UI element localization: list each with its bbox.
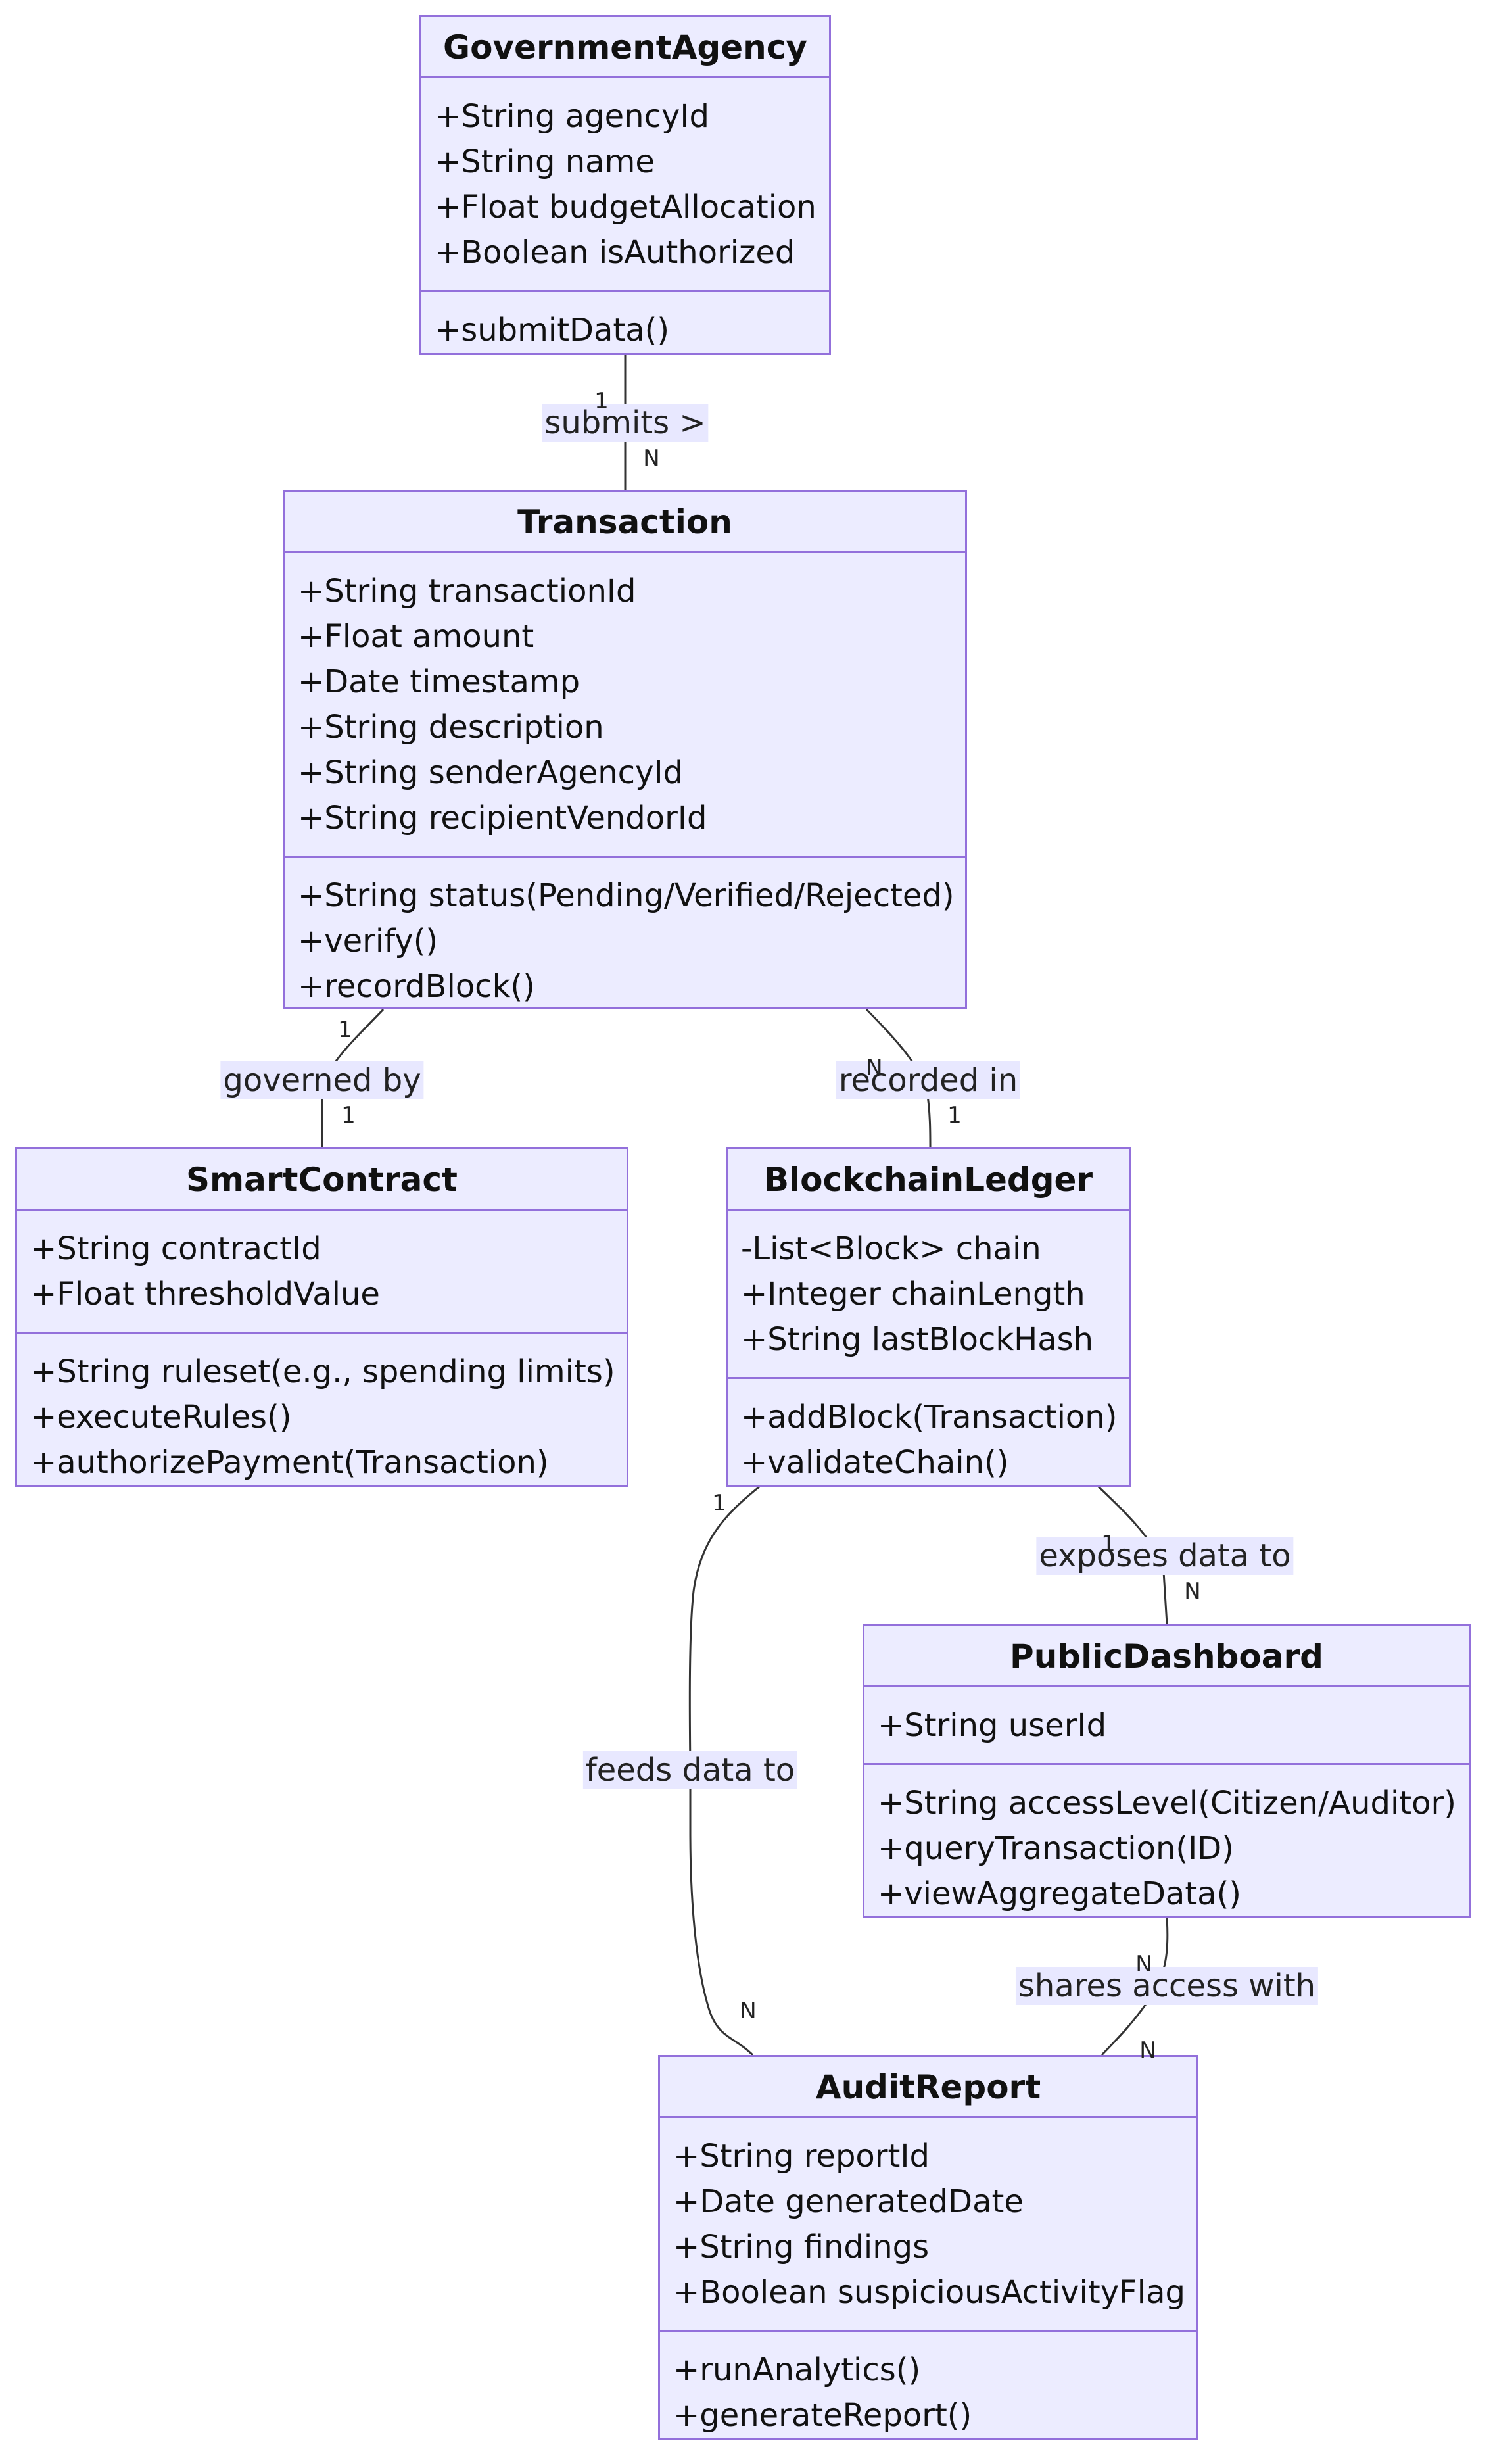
class-title: SmartContract: [17, 1149, 627, 1211]
attribute: +String name: [435, 143, 655, 180]
class-title: PublicDashboard: [864, 1626, 1469, 1687]
method: +generateReport(): [673, 2397, 972, 2434]
attribute: +String transactionId: [298, 573, 636, 610]
attribute: +String agencyId: [435, 98, 709, 135]
attribute: +String description: [298, 709, 604, 746]
cardinality-recorded-in-from: N: [866, 1055, 883, 1081]
edge-label-recorded-in: recorded in: [836, 1061, 1021, 1099]
edge-label-shares-access-with: shares access with: [1015, 1967, 1319, 2005]
class-title: GovernmentAgency: [421, 17, 829, 78]
attribute: -List<Block> chain: [741, 1230, 1041, 1267]
class-blockchain-ledger: BlockchainLedger -List<Block> chain +Int…: [726, 1147, 1131, 1487]
method: +authorizePayment(Transaction): [30, 1444, 549, 1481]
attribute: +Date timestamp: [298, 664, 580, 700]
methods-section: +runAnalytics() +generateReport(): [660, 2332, 1196, 2453]
method: +String status(Pending/Verified/Rejected…: [298, 877, 955, 914]
cardinality-submits-from: 1: [594, 388, 609, 414]
attribute: +Boolean suspiciousActivityFlag: [673, 2274, 1185, 2311]
attribute: +String contractId: [30, 1230, 321, 1267]
attribute: +String findings: [673, 2229, 930, 2265]
attribute: +Integer chainLength: [741, 1276, 1085, 1313]
method: +viewAggregateData(): [878, 1875, 1242, 1912]
attribute: +Float amount: [298, 618, 534, 655]
method: +verify(): [298, 923, 438, 959]
method: +validateChain(): [741, 1444, 1009, 1481]
attribute: +String senderAgencyId: [298, 754, 684, 791]
cardinality-shares-from: N: [1135, 1951, 1152, 1977]
attribute: +Float budgetAllocation: [435, 189, 816, 226]
method: +recordBlock(): [298, 968, 535, 1005]
attributes-section: +String transactionId +Float amount +Dat…: [285, 553, 965, 858]
cardinality-governed-by-to: 1: [341, 1102, 356, 1128]
methods-section: +submitData(): [421, 292, 829, 368]
attribute: +Float thresholdValue: [30, 1276, 380, 1313]
method: +addBlock(Transaction): [741, 1399, 1118, 1436]
class-title: AuditReport: [660, 2057, 1196, 2118]
attributes-section: +String userId: [864, 1687, 1469, 1765]
attributes-section: +String agencyId +String name +Float bud…: [421, 78, 829, 292]
attribute: +String reportId: [673, 2138, 930, 2175]
methods-section: +addBlock(Transaction) +validateChain(): [728, 1379, 1129, 1500]
class-smart-contract: SmartContract +String contractId +Float …: [15, 1147, 628, 1487]
method: +submitData(): [435, 312, 670, 349]
methods-section: +String status(Pending/Verified/Rejected…: [285, 858, 965, 1024]
class-audit-report: AuditReport +String reportId +Date gener…: [658, 2055, 1198, 2440]
cardinality-submits-to: N: [643, 445, 660, 471]
method: +queryTransaction(ID): [878, 1830, 1234, 1867]
class-transaction: Transaction +String transactionId +Float…: [283, 490, 967, 1009]
attribute: +Date generatedDate: [673, 2183, 1024, 2220]
cardinality-recorded-in-to: 1: [947, 1102, 962, 1128]
class-government-agency: GovernmentAgency +String agencyId +Strin…: [419, 15, 831, 355]
method: +String accessLevel(Citizen/Auditor): [878, 1785, 1456, 1822]
attribute: +Boolean isAuthorized: [435, 234, 795, 271]
class-title: BlockchainLedger: [728, 1149, 1129, 1211]
cardinality-shares-to: N: [1139, 2037, 1156, 2064]
class-public-dashboard: PublicDashboard +String userId +String a…: [863, 1624, 1471, 1918]
attributes-section: +String contractId +Float thresholdValue: [17, 1211, 627, 1334]
methods-section: +String accessLevel(Citizen/Auditor) +qu…: [864, 1765, 1469, 1931]
cardinality-feeds-to: N: [740, 1998, 757, 2024]
attributes-section: +String reportId +Date generatedDate +St…: [660, 2118, 1196, 2332]
attribute: +String recipientVendorId: [298, 800, 707, 836]
cardinality-exposes-to: N: [1184, 1578, 1201, 1605]
class-title: Transaction: [285, 492, 965, 553]
edge-label-exposes-data-to: exposes data to: [1036, 1537, 1294, 1575]
cardinality-feeds-from: 1: [712, 1490, 726, 1516]
method: +String ruleset(e.g., spending limits): [30, 1353, 615, 1390]
attribute: +String lastBlockHash: [741, 1321, 1094, 1358]
method: +executeRules(): [30, 1399, 292, 1436]
cardinality-governed-by-from: 1: [338, 1017, 352, 1043]
attributes-section: -List<Block> chain +Integer chainLength …: [728, 1211, 1129, 1379]
cardinality-exposes-from: 1: [1101, 1531, 1116, 1557]
attribute: +String userId: [878, 1707, 1107, 1744]
methods-section: +String ruleset(e.g., spending limits) +…: [17, 1334, 627, 1500]
method: +runAnalytics(): [673, 2352, 921, 2388]
edge-label-submits: submits >: [542, 404, 709, 442]
edge-label-governed-by: governed by: [220, 1061, 424, 1099]
edge-label-feeds-data-to: feeds data to: [582, 1751, 798, 1789]
